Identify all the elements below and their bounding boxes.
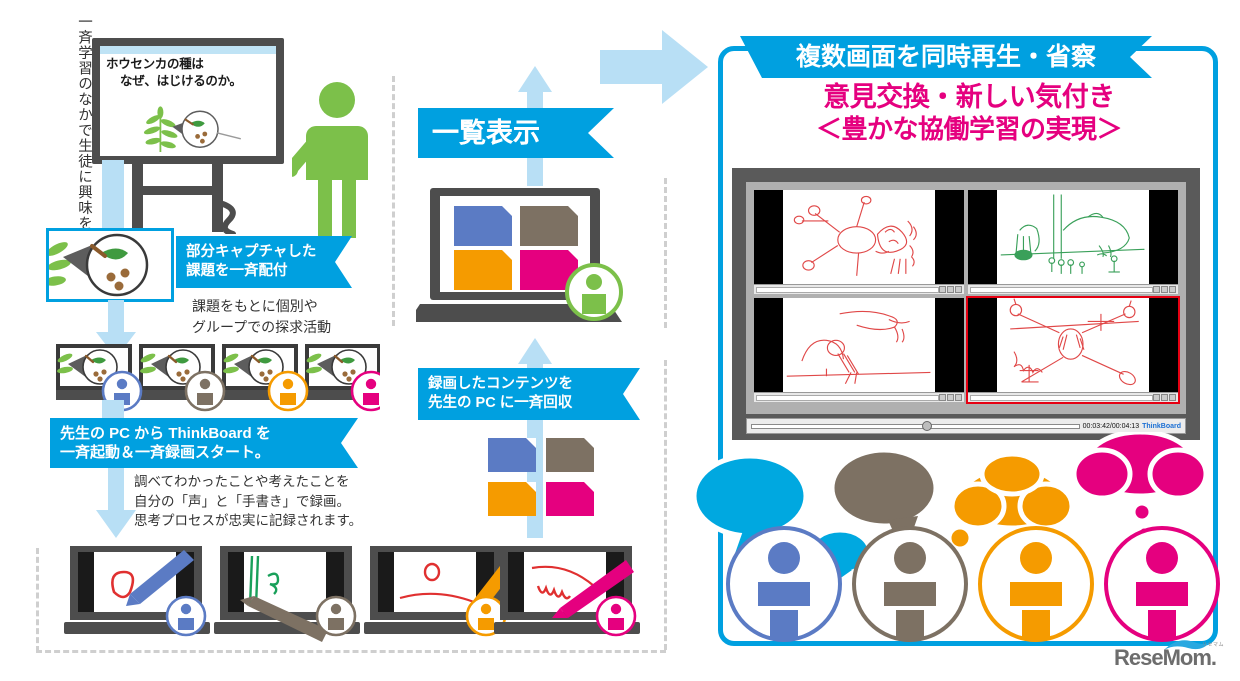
banner-collect-line1: 録画したコンテンツを bbox=[428, 376, 573, 393]
arrow-down-to-tablets bbox=[96, 468, 136, 538]
collected-doc-brown bbox=[546, 438, 594, 472]
doc-tile-blue bbox=[454, 206, 512, 246]
banner-capture-line1: 部分キャプチャした bbox=[186, 244, 317, 261]
resemom-wordmark: ReseMom. bbox=[1114, 645, 1217, 670]
video-controlbar-2[interactable] bbox=[968, 284, 1178, 294]
banner-multi-label: 複数画面を同時再生・省察 bbox=[795, 43, 1096, 71]
tablet-drawing-orange bbox=[364, 546, 522, 637]
video-cell-1[interactable] bbox=[754, 190, 964, 294]
collected-doc-orange bbox=[488, 482, 536, 516]
right-panel-heading: 意見交換・新しい気付き ＜豊かな協働学習の実現＞ bbox=[728, 82, 1210, 145]
video-cell-3[interactable] bbox=[754, 298, 964, 402]
divider-dashed-upper-mid bbox=[392, 76, 395, 326]
video-controlbar-4[interactable] bbox=[968, 392, 1178, 402]
video-controlbar-1[interactable] bbox=[754, 284, 964, 294]
avatar-blue bbox=[726, 526, 842, 642]
note-record-line1: 調べてわかったことや考えたことを bbox=[134, 474, 350, 489]
student-badge-brown bbox=[184, 370, 226, 412]
note-recording-process: 調べてわかったことや考えたことを 自分の「声」と「手書き」で録画。 思考プロセス… bbox=[134, 472, 394, 531]
video-cell-2[interactable] bbox=[968, 190, 1178, 294]
tablet-drawing-blue bbox=[64, 546, 210, 637]
captured-assignment-thumbnail bbox=[46, 228, 174, 302]
note-record-line3: 思考プロセスが忠実に記録されます。 bbox=[134, 513, 363, 529]
banner-collect-line2: 先生の PC に一斉回収 bbox=[428, 395, 573, 411]
tablet-drawing-brown bbox=[214, 546, 360, 642]
video-cell-4-selected[interactable] bbox=[966, 296, 1180, 404]
avatar-brown bbox=[852, 526, 968, 642]
banner-capture-distribute: 部分キャプチャした 課題を一斉配付 bbox=[176, 236, 352, 288]
question-line1: ホウセンカの種は bbox=[106, 57, 204, 71]
arrow-down-to-capture bbox=[102, 160, 124, 240]
collected-doc-blue bbox=[488, 438, 536, 472]
player-seek-knob[interactable] bbox=[921, 420, 932, 431]
tablet-drawing-magenta bbox=[494, 546, 640, 637]
whiteboard-topbar bbox=[100, 46, 276, 54]
note-capture-line1: 課題をもとに個別や bbox=[192, 298, 318, 314]
tablet-badge-brown bbox=[315, 595, 357, 637]
banner-thinkboard-line1: 先生の PC から ThinkBoard を bbox=[60, 424, 271, 442]
player-timecode: 00:03:42/00:04:13 bbox=[1082, 422, 1140, 430]
student-badge-orange bbox=[267, 370, 309, 412]
player-seek-track[interactable] bbox=[751, 420, 1080, 431]
video-paper-1 bbox=[783, 190, 935, 285]
divider-dashed-right-upper bbox=[664, 178, 667, 328]
master-player-bar[interactable]: 00:03:42/00:04:13 ThinkBoard bbox=[746, 418, 1186, 434]
student-badge-row bbox=[101, 370, 380, 412]
note-capture-line2: グループでの探求活動 bbox=[192, 319, 332, 335]
whiteboard-stand bbox=[132, 164, 236, 234]
avatar-orange bbox=[978, 526, 1094, 642]
collected-doc-magenta bbox=[546, 482, 594, 516]
whiteboard-question: ホウセンカの種は なぜ、はじけるのか。 bbox=[106, 56, 272, 90]
heading-line2: ＜豊かな協働学習の実現＞ bbox=[815, 113, 1123, 144]
doc-tile-brown bbox=[520, 206, 578, 246]
banner-thinkboard-launch: 先生の PC から ThinkBoard を 一斉起動＆一斉録画スタート。 bbox=[50, 418, 358, 468]
whiteboard-screen: ホウセンカの種は なぜ、はじけるのか。 bbox=[100, 46, 276, 156]
doc-tile-orange bbox=[454, 250, 512, 290]
whiteboard: ホウセンカの種は なぜ、はじけるのか。 bbox=[92, 38, 284, 164]
banner-collect-content: 録画したコンテンツを 先生の PC に一斉回収 bbox=[418, 368, 640, 420]
thought-cloud-orange bbox=[934, 451, 1075, 568]
note-record-line2: 自分の「声」と「手書き」で録画。 bbox=[134, 493, 350, 509]
teacher-badge-green bbox=[565, 263, 623, 321]
teacher-figure bbox=[292, 82, 368, 238]
magnifier-seed-image bbox=[49, 231, 171, 299]
resemom-swoosh-icon bbox=[1164, 640, 1210, 650]
resemom-logo: リセマム ReseMom. bbox=[1114, 639, 1226, 673]
avatar-magenta bbox=[1104, 526, 1220, 642]
note-capture-activity: 課題をもとに個別や グループでの探求活動 bbox=[192, 296, 382, 338]
banner-list-view: 一覧表示 bbox=[418, 108, 614, 158]
question-line2: なぜ、はじけるのか。 bbox=[120, 73, 242, 88]
player-brand-label: ThinkBoard bbox=[1142, 422, 1181, 430]
video-controlbar-3[interactable] bbox=[754, 392, 964, 402]
video-paper-4 bbox=[997, 298, 1149, 393]
monitor-inner-frame bbox=[746, 182, 1186, 414]
arrow-down-to-thinkboard bbox=[102, 400, 124, 422]
banner-thinkboard-line2: 一斉起動＆一斉録画スタート。 bbox=[60, 444, 270, 461]
divider-dashed-left bbox=[36, 548, 39, 652]
video-paper-3 bbox=[783, 298, 935, 393]
arrow-right-to-panel bbox=[600, 30, 708, 104]
multi-playback-monitor: 00:03:42/00:04:13 ThinkBoard bbox=[732, 168, 1200, 440]
thought-cloud-magenta bbox=[1071, 432, 1209, 541]
teacher-laptop-list-view bbox=[416, 188, 623, 322]
divider-dashed-right-lower bbox=[664, 360, 667, 650]
resemom-ruby-text: リセマム bbox=[1201, 642, 1224, 648]
tablet-badge-blue bbox=[165, 595, 207, 637]
collected-documents bbox=[488, 438, 594, 516]
divider-dashed-bottom bbox=[36, 650, 666, 653]
video-paper-2 bbox=[997, 190, 1149, 285]
discussion-avatars-group bbox=[691, 432, 1220, 642]
tablet-badge-magenta bbox=[595, 595, 637, 637]
student-badge-magenta bbox=[350, 370, 380, 412]
section-caption-vertical: 一斉学習のなかで 生徒に興味を持たせる bbox=[50, 14, 94, 293]
vertical-caption-line1: 一斉学習のなかで bbox=[76, 14, 92, 138]
balsam-plant-illustration bbox=[143, 106, 241, 152]
arrow-down-to-students bbox=[96, 300, 136, 358]
banner-multi-screen-playback: 複数画面を同時再生・省察 bbox=[740, 36, 1152, 78]
banner-capture-line2: 課題を一斉配付 bbox=[186, 263, 288, 279]
banner-list-view-label: 一覧表示 bbox=[432, 117, 540, 148]
heading-line1: 意見交換・新しい気付き bbox=[823, 82, 1115, 112]
